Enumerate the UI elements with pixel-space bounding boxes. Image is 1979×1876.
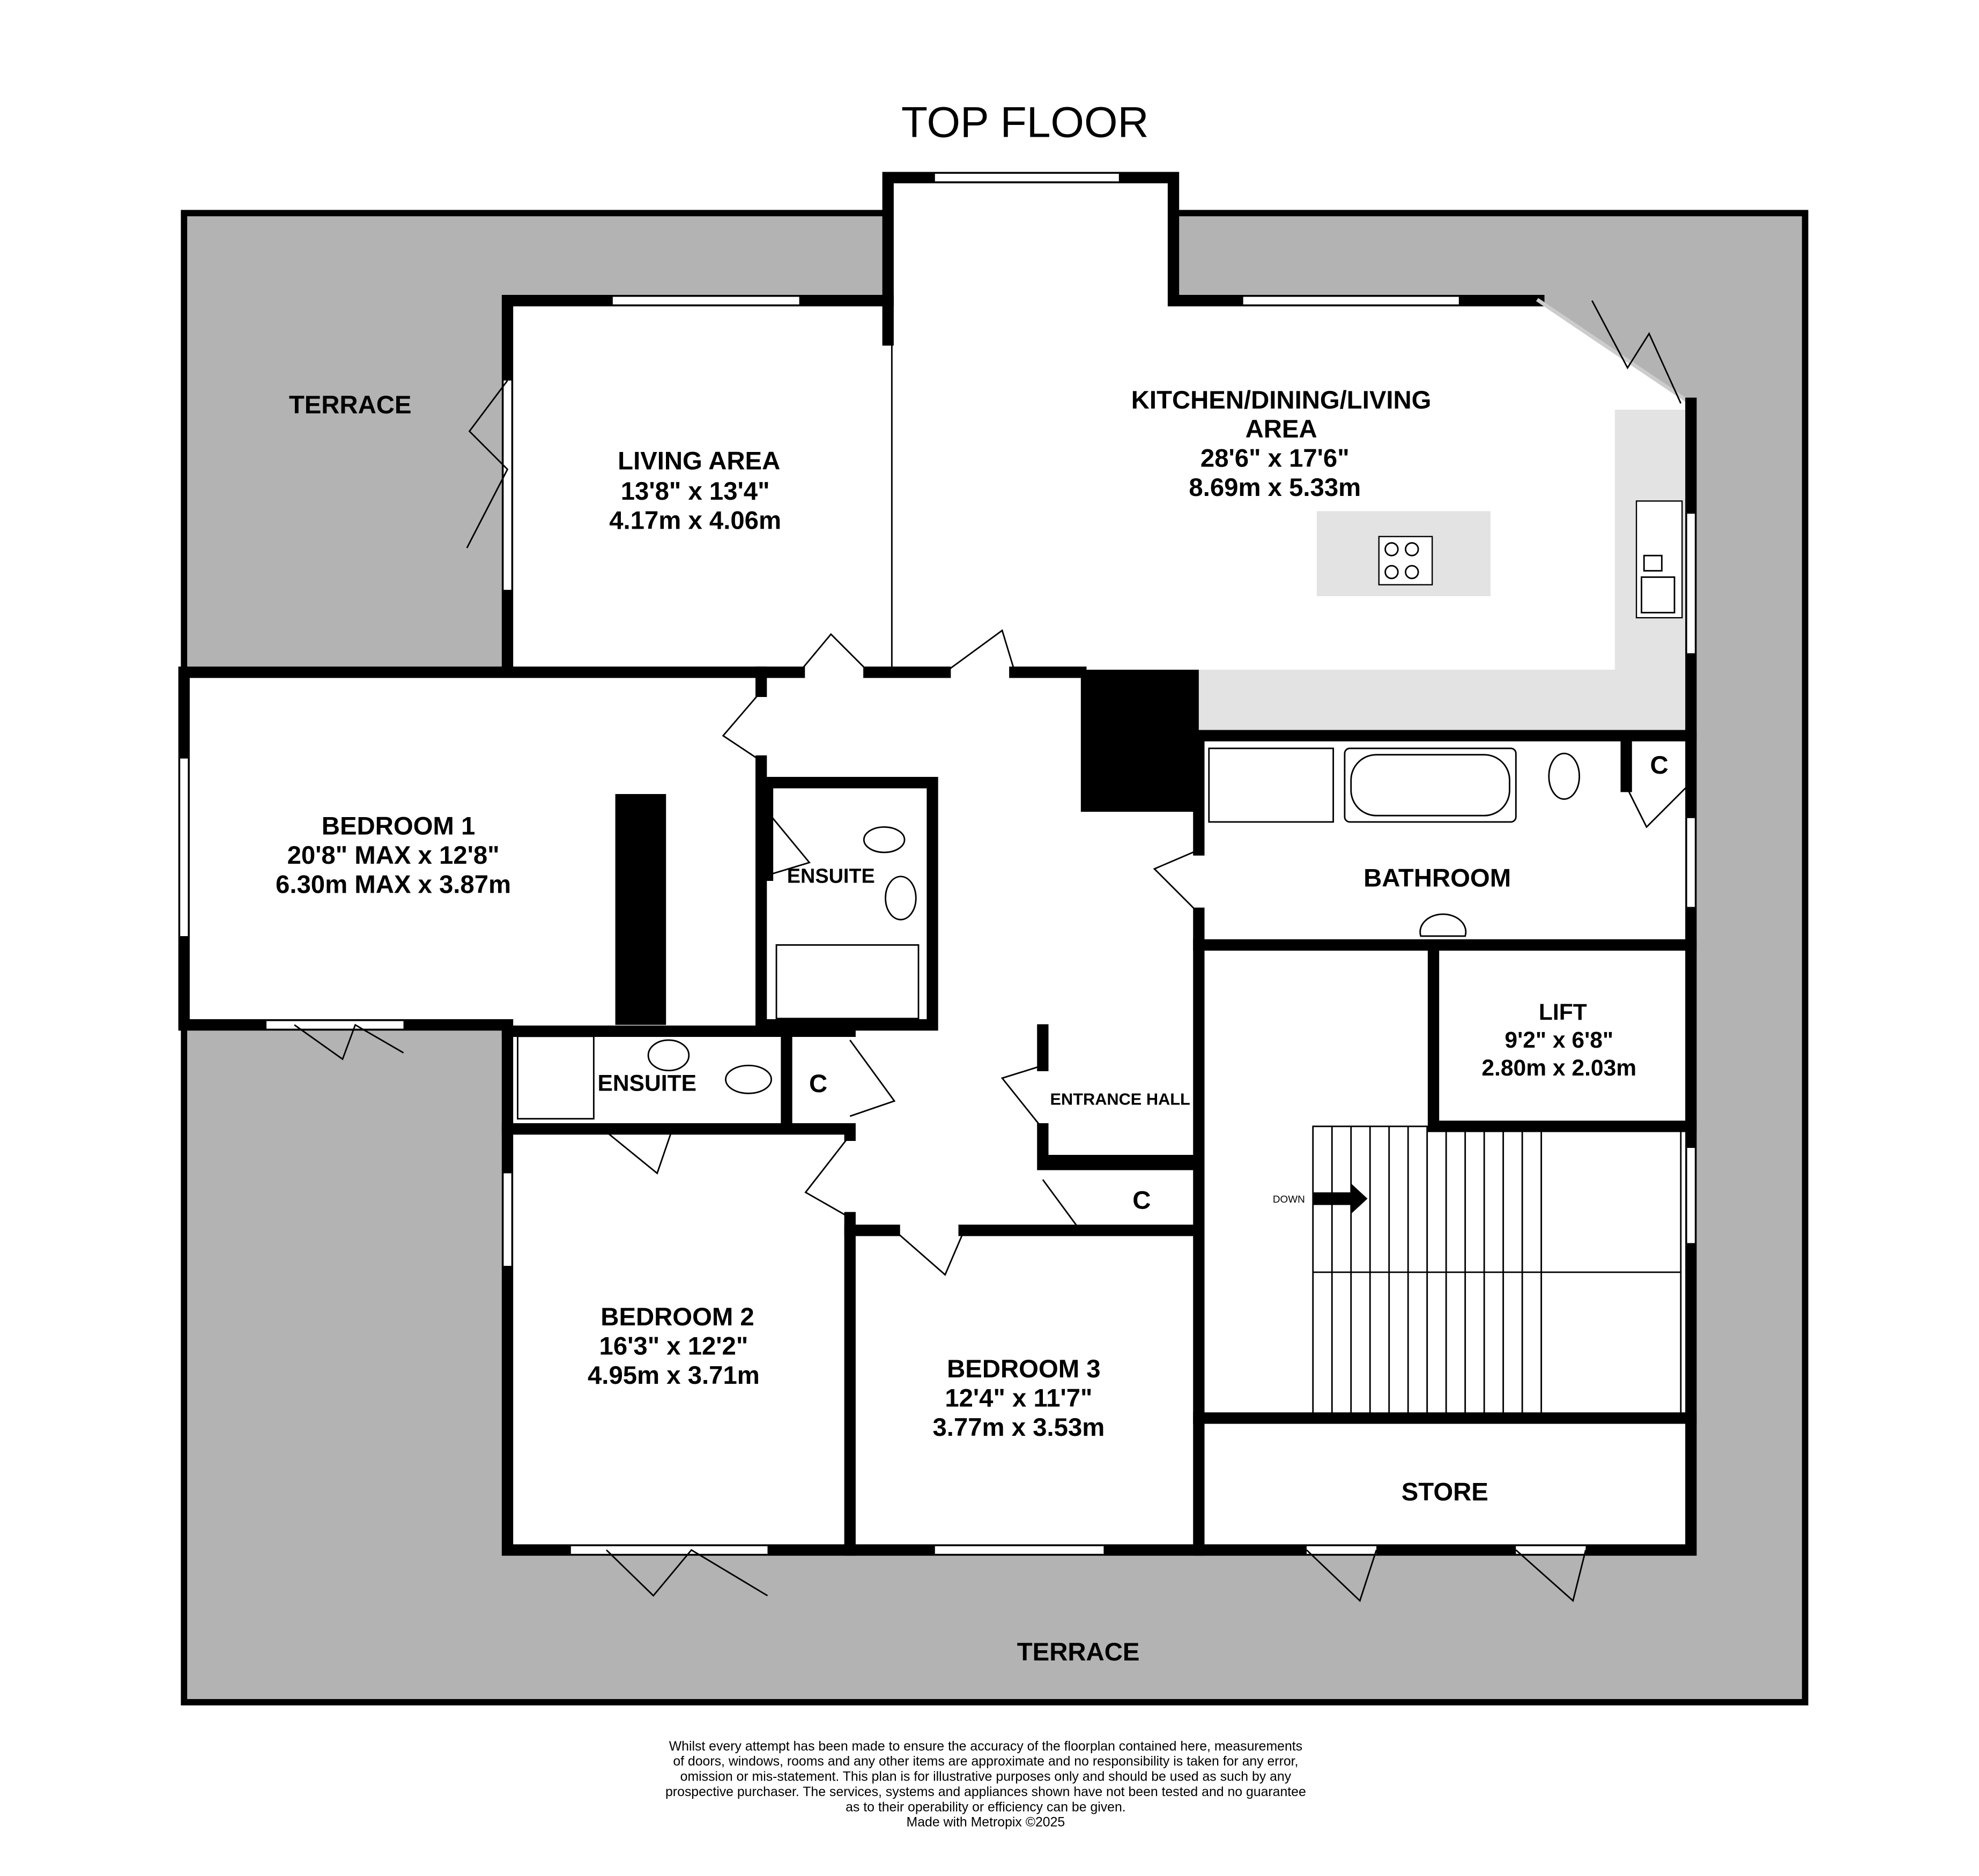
bedroom2-imperial: 16'3" x 12'2" [599,1332,748,1361]
pillar-block [615,794,666,1025]
door-swings [294,300,1688,1603]
kitchen-name-1: KITCHEN/DINING/LIVING [1131,386,1432,414]
living-name: LIVING AREA [618,447,780,475]
store-label: STORE [1402,1478,1488,1507]
hob-icon [1378,536,1433,585]
bedroom1-imperial: 20'8" MAX x 12'8" [287,841,500,870]
stairs-arrow-icon [1313,1183,1368,1214]
bedroom3-imperial: 12'4" x 11'7" [945,1384,1092,1413]
staircase [1312,1125,1682,1419]
kitchen-counter [1198,410,1691,736]
bedroom1-name: BEDROOM 1 [322,812,475,841]
bedroom2-name: BEDROOM 2 [601,1303,754,1331]
terrace-bottom-label: TERRACE [1017,1638,1140,1666]
living-imperial: 13'8" x 13'4" [621,477,770,506]
credit-line: Made with Metropix ©2025 [907,1815,1065,1830]
kitchen-metric: 8.69m x 5.33m [1189,473,1361,502]
terrace-top-label: TERRACE [289,391,412,419]
chimney-block [1080,670,1199,812]
kitchen-name-2: AREA [1246,415,1317,443]
cupboard2-label: C [1132,1187,1151,1215]
entrance-hall-label: ENTRANCE HALL [1050,1090,1190,1109]
kitchen-imperial: 28'6" x 17'6" [1200,444,1350,473]
lift-name: LIFT [1539,999,1587,1025]
bathroom-fixtures [517,747,1581,1120]
disclaimer-line: prospective purchaser. The services, sys… [665,1785,1306,1799]
cupboard1-label: C [809,1070,827,1098]
bedroom1-metric: 6.30m MAX x 3.87m [276,871,511,899]
living-metric: 4.17m x 4.06m [609,507,781,535]
floor-title: TOP FLOOR [901,99,1149,147]
bathroom-label: BATHROOM [1363,864,1511,893]
bedroom3-metric: 3.77m x 3.53m [933,1413,1105,1442]
kitchen-sink-icon [1635,500,1683,619]
cupboard3-label: C [1650,751,1669,780]
bedroom2-metric: 4.95m x 3.71m [588,1361,760,1390]
lift-metric: 2.80m x 2.03m [1481,1055,1636,1081]
disclaimer: Whilst every attempt has been made to en… [665,1739,1306,1830]
lift-imperial: 9'2" x 6'8" [1504,1027,1613,1053]
disclaimer-line: Whilst every attempt has been made to en… [669,1739,1302,1754]
windows [180,174,1695,1554]
disclaimer-line: as to their operability or efficiency ca… [846,1800,1126,1814]
disclaimer-line: of doors, windows, rooms and any other i… [673,1754,1298,1769]
disclaimer-line: omission or mis-statement. This plan is … [680,1770,1292,1784]
ensuite2-label: ENSUITE [597,1071,696,1096]
ensuite1-label: ENSUITE [787,865,875,888]
stairs-down-label: DOWN [1273,1194,1305,1205]
bedroom3-name: BEDROOM 3 [947,1355,1100,1383]
room-labels: TERRACE TERRACE LIVING AREA 13'8" x 13'4… [276,386,1669,1666]
